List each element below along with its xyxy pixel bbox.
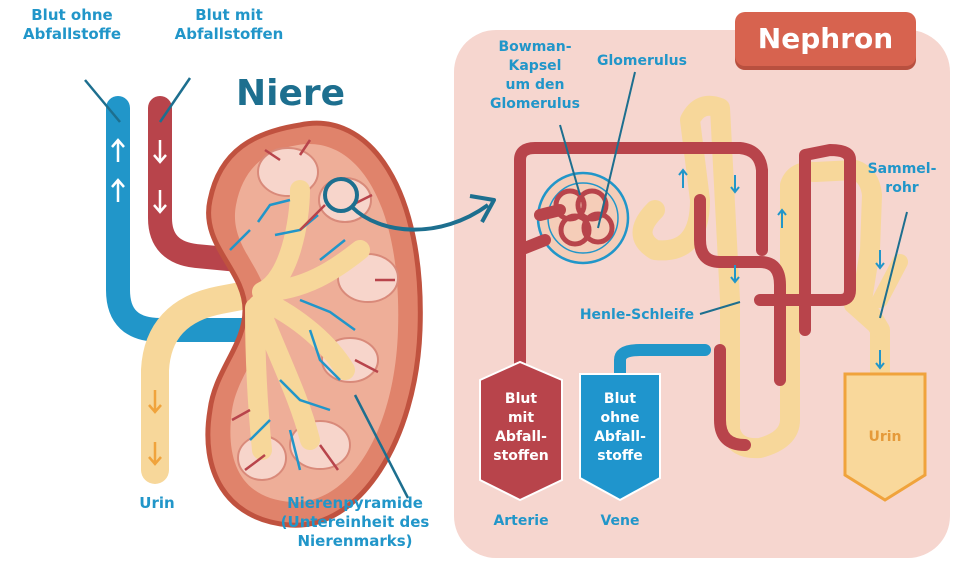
tag-blood-waste-line1: Blut [480,390,562,409]
label-collecting-duct: Sammel- rohr [862,160,942,198]
nephron-title: Nephron [735,14,916,64]
tag-blood-clean-line2: ohne [580,409,660,428]
tag-blood-clean: Blut ohne Abfall- stoffe [580,390,660,466]
label-pyramid-line2: (Untereinheit des [255,513,455,532]
label-collecting-duct-line2: rohr [862,179,942,198]
tag-urine: Urin [845,428,925,447]
label-henle: Henle-Schleife [572,306,702,325]
label-blood-waste: Blut mit Abfallstoffen [160,6,298,44]
tag-blood-clean-line1: Blut [580,390,660,409]
label-blood-waste-line1: Blut mit [160,6,298,25]
label-bowman-line1: Bowman- [480,38,590,57]
label-vein: Vene [578,512,662,531]
kidney-title: Niere [236,74,345,114]
tag-blood-waste-line2: mit [480,409,562,428]
label-blood-clean: Blut ohne Abfallstoffe [8,6,136,44]
label-pyramid-line3: Nierenmarks) [255,532,455,551]
label-blood-waste-line2: Abfallstoffen [160,25,298,44]
label-urine-left: Urin [127,494,187,513]
label-collecting-duct-line1: Sammel- [862,160,942,179]
tag-blood-clean-line3: Abfall- [580,428,660,447]
tag-blood-waste: Blut mit Abfall- stoffen [480,390,562,466]
tag-blood-waste-line4: stoffen [480,447,562,466]
label-pyramid: Nierenpyramide (Untereinheit des Nierenm… [255,494,455,551]
label-bowman-line2: Kapsel [480,57,590,76]
tag-blood-clean-line4: stoffe [580,447,660,466]
label-bowman: Bowman- Kapsel um den Glomerulus [480,38,590,114]
label-blood-clean-line1: Blut ohne [8,6,136,25]
label-bowman-line4: Glomerulus [480,95,590,114]
label-blood-clean-line2: Abfallstoffe [8,25,136,44]
tag-blood-waste-line3: Abfall- [480,428,562,447]
label-bowman-line3: um den [480,76,590,95]
label-artery: Arterie [478,512,564,531]
label-glomerulus: Glomerulus [587,52,697,71]
label-pyramid-line1: Nierenpyramide [255,494,455,513]
